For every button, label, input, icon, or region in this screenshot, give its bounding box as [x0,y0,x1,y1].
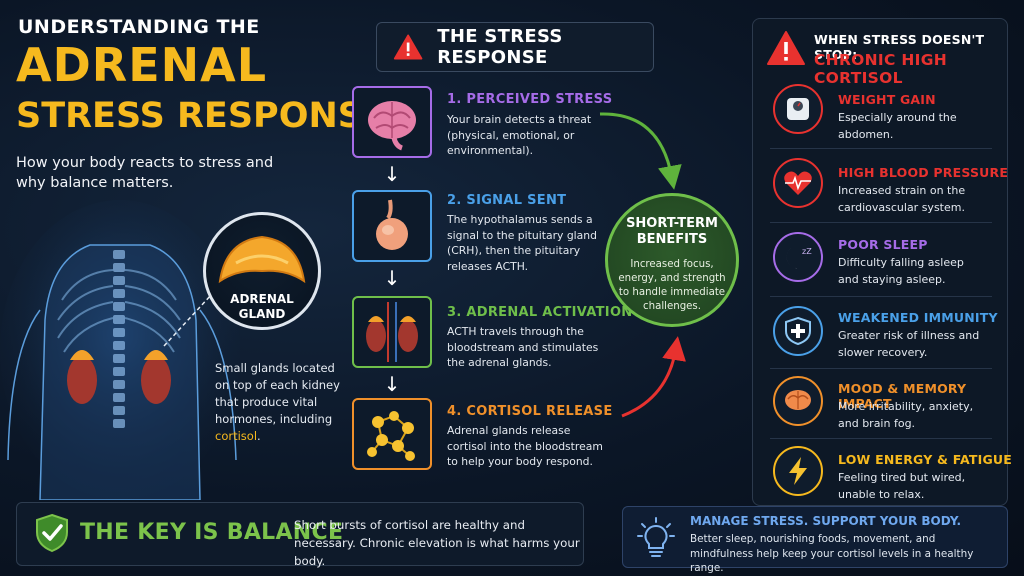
adrenal-gland-label: ADRENAL GLAND [230,292,294,321]
shield-cross-icon [773,306,823,356]
divider [770,368,992,369]
step-4-description: Adrenal glands release cortisol into the… [447,424,603,468]
svg-text:zZ: zZ [802,247,812,256]
short-term-benefits-description: Increased focus, energy, and strength to… [618,259,726,312]
step-2-description: The hypothalamus sends a signal to the p… [447,213,597,273]
lightning-icon [773,446,823,496]
manage-stress-description: Better sleep, nourishing foods, movement… [690,533,974,574]
divider [770,438,992,439]
divider [770,296,992,297]
subtitle: How your body reacts to stress and why b… [16,155,274,191]
chronic-heading-line-1: WHEN STRESS DOESN'T STOP: [814,32,985,62]
shield-check-icon [36,513,68,553]
pituitary-gland-icon [376,199,408,250]
effect-6-title: LOW ENERGY & FATIGUE [838,452,1013,467]
title-line-2: ADRENAL [16,38,268,92]
effect-5-description: More irritability, anxiety, and brain fo… [838,400,974,430]
adrenal-gland-callout [203,212,321,330]
key-balance-description: Short bursts of cortisol are healthy and… [294,518,580,568]
effect-3-description: Difficulty falling asleep and staying as… [838,256,964,286]
adrenal-gland-icon [218,235,306,284]
step-4-title: 4. CORTISOL RELEASE [447,404,613,419]
warning-icon [767,31,805,65]
effect-4-title: WEAKENED IMMUNITY [838,310,998,325]
effect-4-description: Greater risk of illness and slower recov… [838,329,980,359]
step-3-icon-box [352,296,432,368]
short-term-benefits-circle [605,193,739,327]
manage-stress-title: MANAGE STRESS. SUPPORT YOUR BODY. [690,514,962,528]
kidneys-icon [366,302,418,362]
title-line-3: STRESS RESPONSE [16,96,387,136]
effect-1-title: WEIGHT GAIN [838,92,936,107]
effect-1-description: Especially around the abdomen. [838,111,957,141]
arrow-down-icon: ↓ [383,162,401,186]
step-2-icon-box [352,190,432,262]
gland-pointer-line [163,293,213,347]
molecule-icon [367,411,415,461]
divider [770,148,992,149]
brain-icon [773,376,823,426]
lightbulb-icon [637,517,675,557]
step-1-description: Your brain detects a threat (physical, e… [447,113,592,157]
curved-arrows [599,112,686,418]
scale-icon [773,84,823,134]
step-3-description: ACTH travels through the bloodstream and… [447,325,599,369]
step-1-title: 1. PERCEIVED STRESS [447,92,613,107]
key-balance-banner [16,502,584,566]
step-1-icon-box [352,86,432,158]
effect-3-title: POOR SLEEP [838,237,928,252]
body-figure-illustration [0,200,240,500]
step-3-title: 3. ADRENAL ACTIVATION [447,305,633,320]
brain-icon [368,101,416,151]
title-line-1: UNDERSTANDING THE [18,16,260,38]
arrow-down-icon: ↓ [383,266,401,290]
adrenal-gland-description: Small glands located on top of each kidn… [215,361,340,443]
stress-response-header: THE STRESS RESPONSE [376,22,654,72]
effect-5-title: MOOD & MEMORY IMPACT [838,381,967,411]
short-term-benefits-title: SHORT-TERM BENEFITS [626,216,718,247]
step-2-title: 2. SIGNAL SENT [447,193,567,208]
chronic-heading-line-2: CHRONIC HIGH CORTISOL [814,51,948,87]
warning-icon [393,34,423,60]
divider [770,222,992,223]
cortisol-highlight: cortisol [215,429,258,443]
step-4-icon-box [352,398,432,470]
moon-icon: zZ [773,232,823,282]
arrow-down-icon: ↓ [383,372,401,396]
effect-2-description: Increased strain on the cardiovascular s… [838,184,966,214]
effect-6-description: Feeling tired but wired, unable to relax… [838,471,966,501]
effect-2-title: HIGH BLOOD PRESSURE [838,165,1009,180]
key-balance-title: THE KEY IS BALANCE [80,520,344,545]
stress-response-title: THE STRESS RESPONSE [437,26,563,68]
heart-icon [773,158,823,208]
manage-stress-banner [622,506,1008,568]
